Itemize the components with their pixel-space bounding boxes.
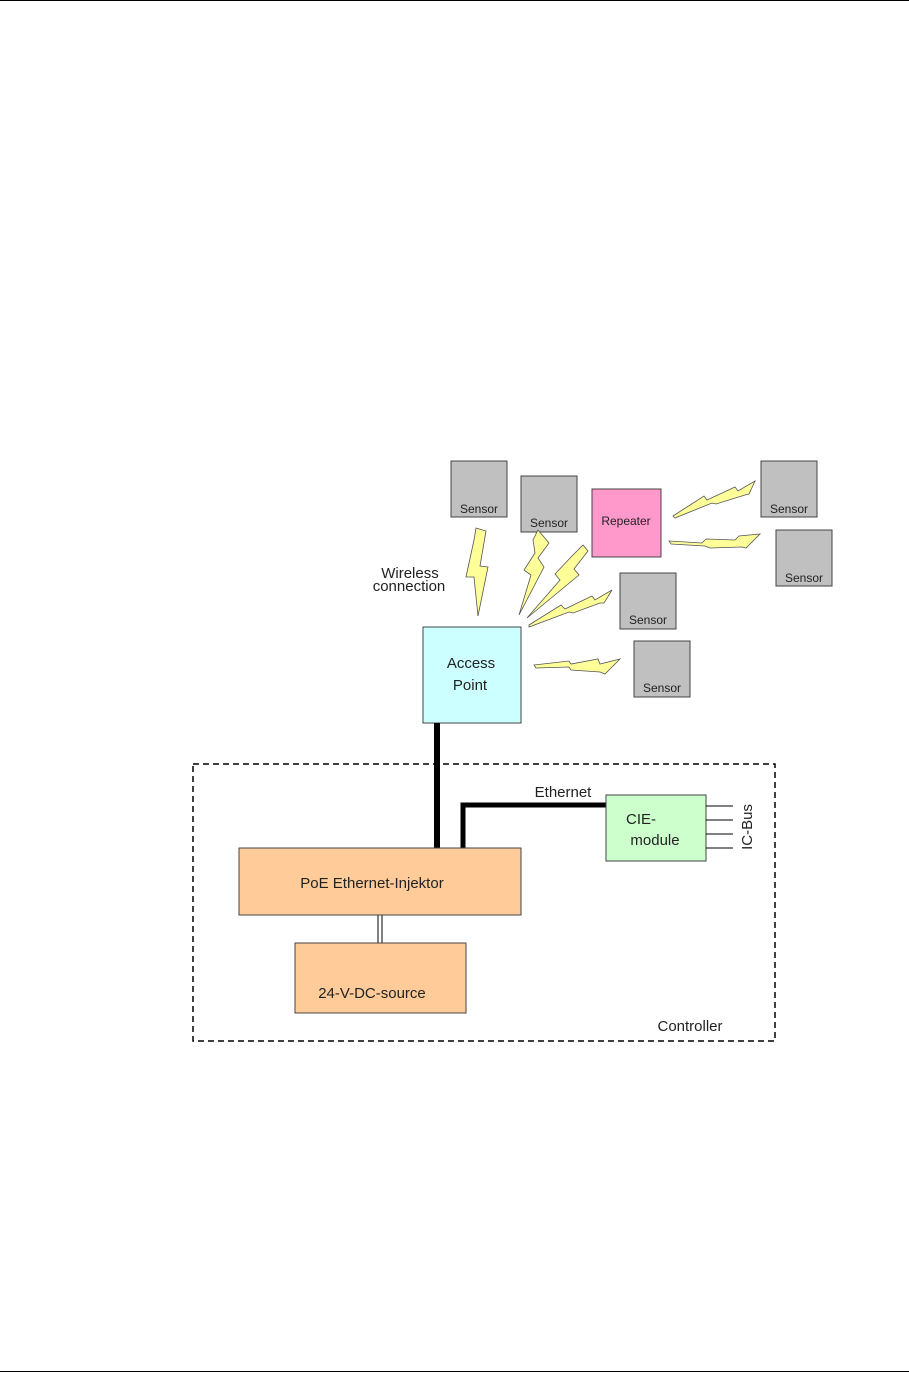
ethernet-label: Ethernet bbox=[535, 784, 593, 801]
lightning-bolt-icon bbox=[526, 544, 589, 619]
ethernet-cable bbox=[460, 802, 607, 848]
sensor-label: Sensor bbox=[770, 502, 808, 516]
repeater-label: Repeater bbox=[601, 514, 650, 528]
sensor-label: Sensor bbox=[785, 571, 823, 585]
lightning-bolt-icon bbox=[465, 527, 489, 617]
controller-label: Controller bbox=[657, 1018, 722, 1035]
access-point-label: Point bbox=[453, 677, 488, 694]
cie-module-box: CIE- module bbox=[605, 794, 707, 862]
cie-module-label: CIE- bbox=[626, 811, 656, 828]
repeater-box: Repeater bbox=[591, 488, 662, 558]
sensor-box-2: Sensor bbox=[520, 475, 578, 533]
dc-source-label: 24-V-DC-source bbox=[318, 985, 426, 1002]
sensor-box-5: Sensor bbox=[619, 572, 677, 630]
bottom-page-rule bbox=[0, 1371, 909, 1372]
sensor-box-3: Sensor bbox=[760, 460, 818, 518]
lightning-bolt-icon bbox=[518, 529, 550, 616]
access-point-label: Access bbox=[447, 655, 495, 672]
sensor-label: Sensor bbox=[629, 613, 667, 627]
poe-injector-box: PoE Ethernet-Injektor bbox=[238, 847, 522, 916]
svg-text:Wireless: Wireless bbox=[381, 565, 439, 582]
controller-boundary bbox=[192, 763, 776, 1042]
lightning-bolt-icon bbox=[533, 658, 622, 675]
lightning-bolt-icon bbox=[668, 533, 762, 549]
cie-module-label: module bbox=[630, 832, 679, 849]
dc-source-box: 24-V-DC-source bbox=[294, 942, 467, 1014]
poe-injector-label: PoE Ethernet-Injektor bbox=[300, 875, 443, 892]
lightning-bolts bbox=[465, 480, 762, 675]
ic-bus-label: IC-Bus bbox=[739, 804, 756, 850]
sensor-label: Sensor bbox=[643, 681, 681, 695]
access-point-box: Access Point bbox=[422, 626, 522, 724]
sensor-box-6: Sensor bbox=[633, 640, 691, 698]
lightning-bolt-icon bbox=[528, 589, 613, 628]
sensor-box-4: Sensor bbox=[775, 529, 833, 587]
sensor-box-1: Sensor bbox=[450, 460, 508, 518]
svg-text:connection: connection bbox=[373, 578, 446, 595]
lightning-bolt-icon bbox=[672, 480, 756, 519]
top-page-rule bbox=[0, 0, 909, 1]
sensor-label: Sensor bbox=[460, 502, 498, 516]
sensor-label: Sensor bbox=[530, 516, 568, 530]
ic-bus-lines bbox=[706, 805, 733, 849]
power-cable bbox=[377, 915, 383, 944]
wireless-connection-label: Wireless connection bbox=[373, 565, 446, 595]
